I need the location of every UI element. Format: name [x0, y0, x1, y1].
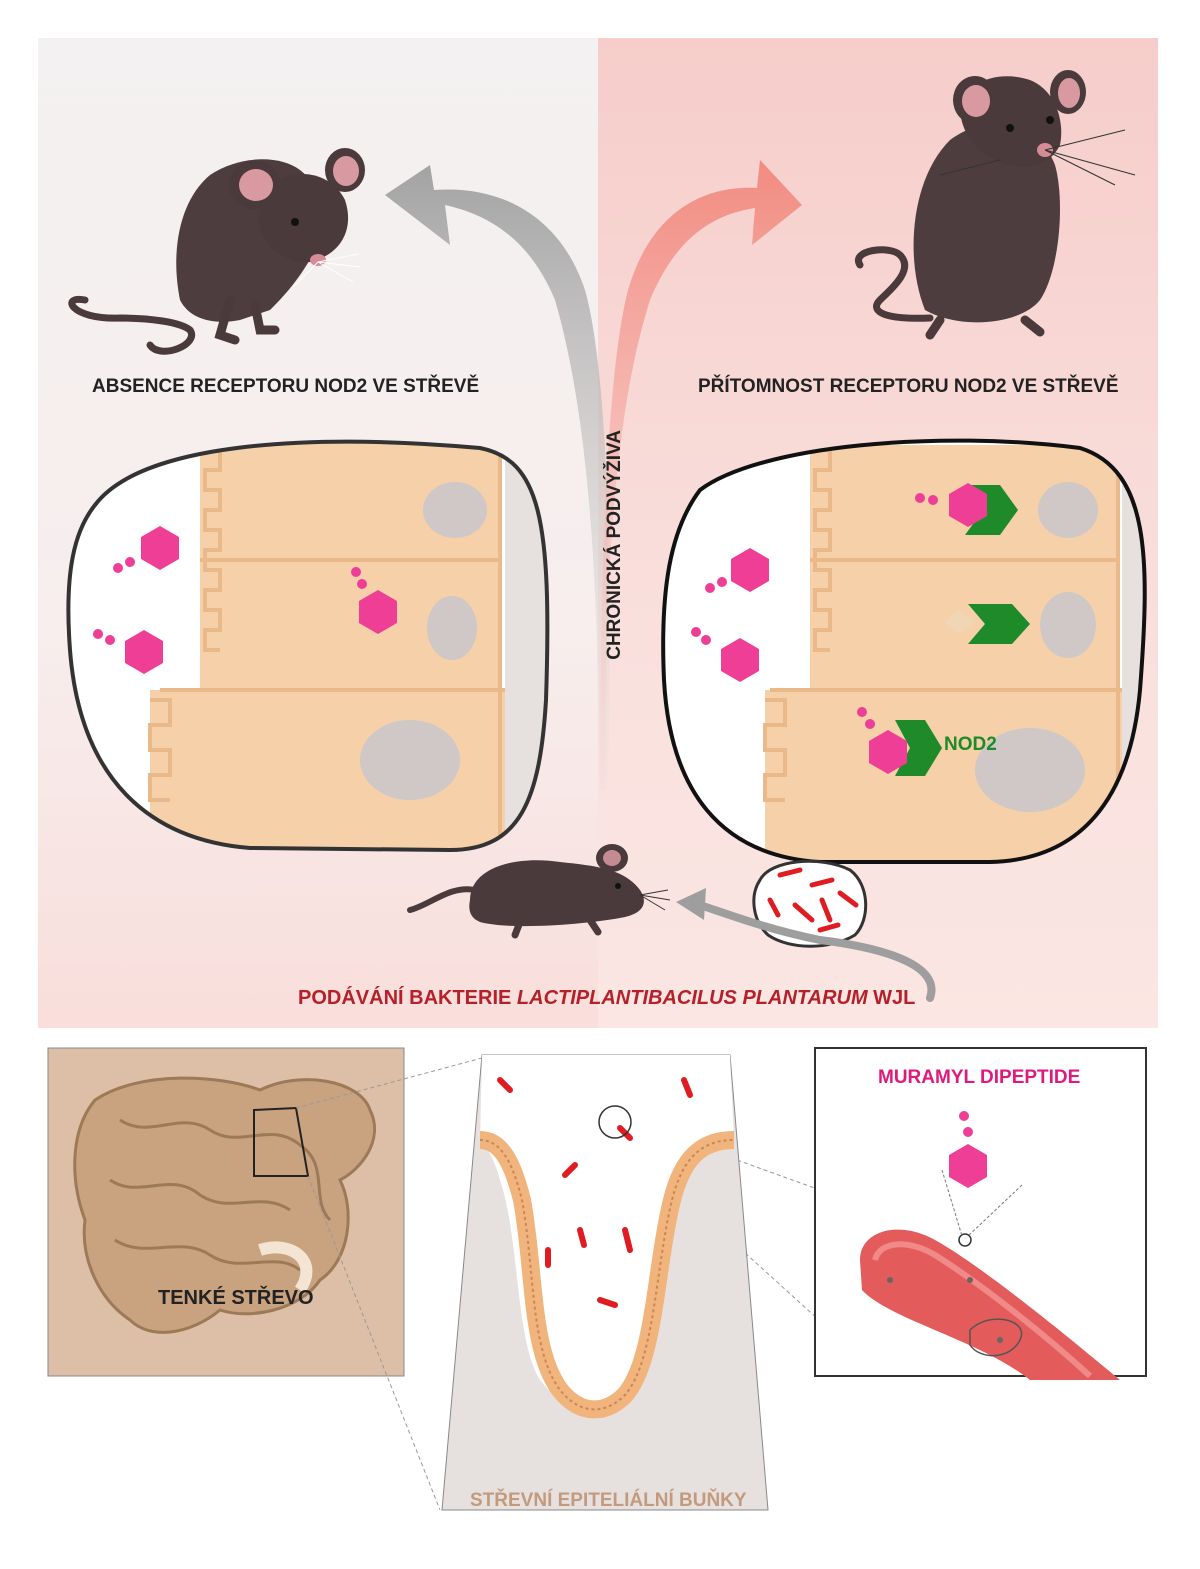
small-intestine-panel: [47, 1047, 405, 1377]
nod2-receptor-icon: [915, 483, 1018, 535]
thin-mouse-icon: [68, 148, 365, 355]
bacteria-species: LACTIPLANTIBACILUS PLANTARUM: [516, 987, 868, 1009]
right-lens: [661, 438, 1147, 864]
epithelial-cells-label: STŘEVNÍ EPITELIÁLNÍ BUŇKY: [470, 1490, 747, 1511]
presence-title: PŘÍTOMNOST RECEPTORU NOD2 VE STŘEVĚ: [698, 376, 1119, 397]
bacteria-arrow-icon: [676, 888, 936, 1002]
malnutrition-label: CHRONICKÁ PODVÝŽIVA: [604, 430, 625, 660]
nod2-receptor-icon: [944, 604, 1030, 644]
young-mouse-icon: [407, 844, 671, 939]
bacteria-culture-icon: [752, 859, 868, 948]
nod2-receptor-icon: [857, 707, 942, 776]
intestinal-crypt-panel: [441, 1054, 769, 1511]
nod2-label: NOD2: [944, 734, 997, 755]
bacteria-prefix: PODÁVÁNÍ BAKTERIE: [298, 987, 517, 1009]
left-lens: [66, 439, 550, 853]
absence-title: ABSENCE RECEPTORU NOD2 VE STŘEVĚ: [92, 376, 480, 397]
healthy-mouse-icon: [854, 70, 1136, 340]
small-intestine-label: TENKÉ STŘEVO: [158, 1287, 314, 1309]
bacteria-suffix: WJL: [867, 987, 916, 1009]
muramyl-dipeptide-panel: [814, 1047, 1147, 1380]
bacteria-caption: PODÁVÁNÍ BAKTERIE LACTIPLANTIBACILUS PLA…: [298, 987, 915, 1010]
muramyl-dipeptide-label: MURAMYL DIPEPTIDE: [878, 1067, 1081, 1088]
